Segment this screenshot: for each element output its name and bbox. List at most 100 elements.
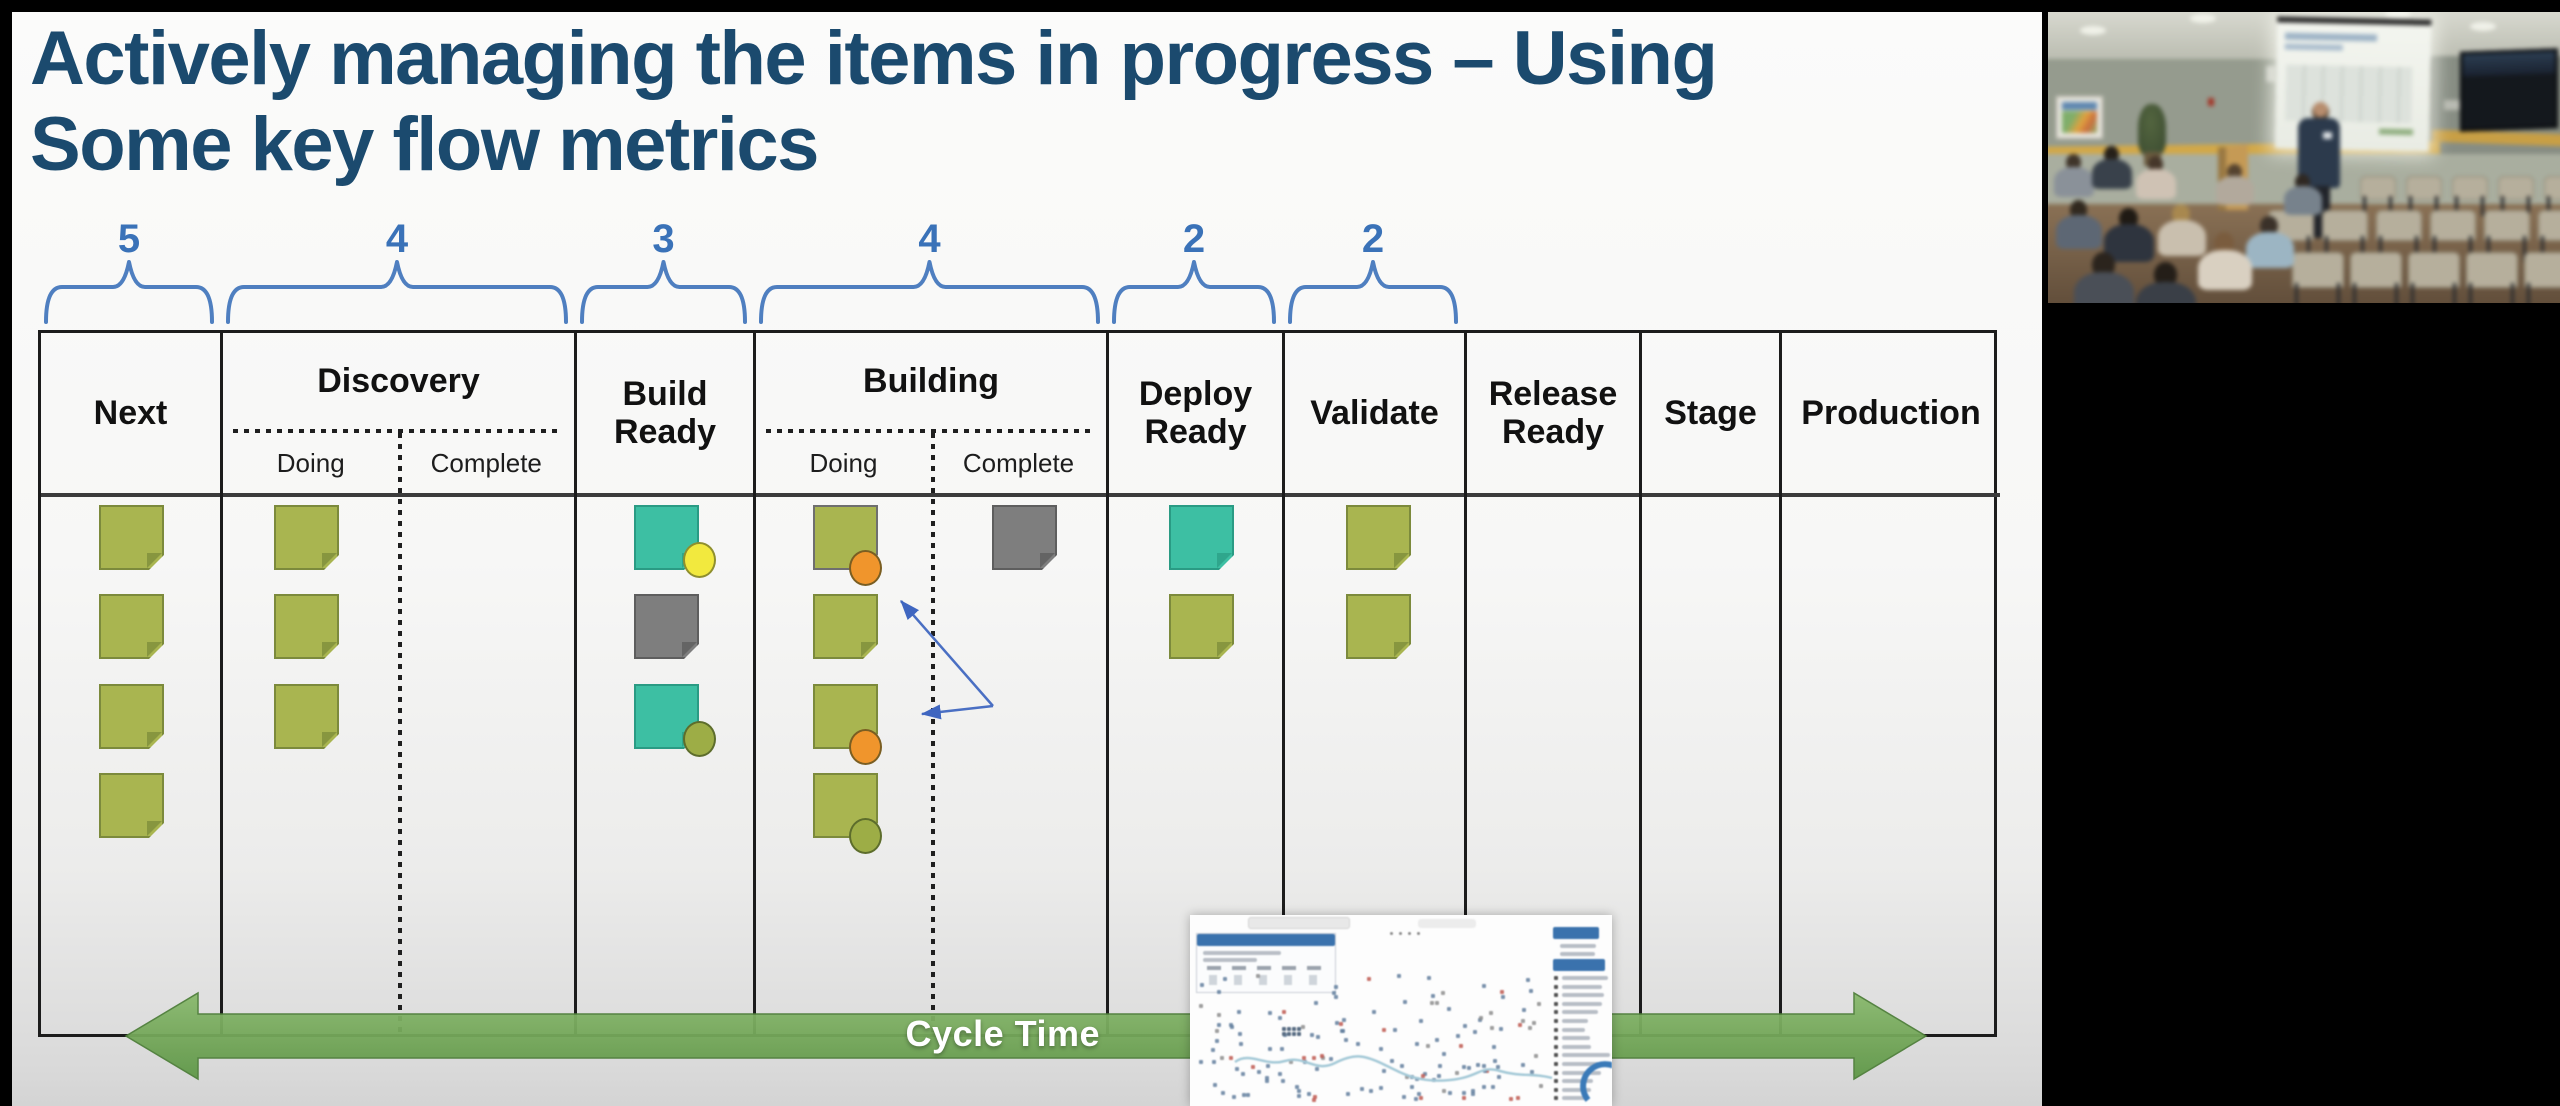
chair-leg — [2527, 196, 2530, 216]
overlay-scatter-dot — [1313, 1094, 1318, 1099]
chair-leg — [2511, 283, 2514, 303]
audience-member — [2158, 219, 2206, 256]
chair-leg — [2353, 283, 2356, 303]
screen-slide-arrow — [2378, 128, 2414, 136]
overlay-scatter-dot — [1366, 977, 1371, 982]
overlay-scatter-dot — [1296, 1093, 1301, 1098]
chair-leg — [2523, 236, 2526, 262]
overlay-legend-cell — [1257, 966, 1271, 970]
framed-picture — [2056, 96, 2103, 139]
chair-leg — [2487, 236, 2490, 262]
overlay-scatter-dot — [1295, 1085, 1299, 1090]
chair-leg — [2453, 283, 2456, 303]
overlay-logo-swoosh — [1580, 1061, 1612, 1102]
audience-member-head — [2104, 146, 2119, 163]
column-stage: Stage — [1642, 333, 1782, 1034]
overlay-scatter-dot — [1296, 1089, 1301, 1094]
overlay-legend-cell — [1234, 975, 1242, 985]
wall-speaker — [2444, 100, 2460, 110]
tv-screen — [2460, 48, 2558, 132]
overlay-sidebar-row — [1562, 1079, 1594, 1084]
overlay-scatter-dot — [1462, 1090, 1466, 1095]
fire-alarm — [2208, 98, 2214, 106]
audience-member — [2284, 186, 2322, 215]
overlay-scatter-dot — [1529, 988, 1534, 993]
overlay-scatter-dot — [1281, 1078, 1286, 1083]
column-label-production: Production — [1801, 393, 1981, 432]
overlay-scatter-dot — [1413, 1096, 1418, 1101]
overlay-sidebar-icon — [1554, 1079, 1558, 1084]
overlay-scatter-dot — [1213, 1083, 1218, 1088]
audience-member — [2092, 159, 2132, 189]
overlay-scatter-dot — [1378, 1085, 1383, 1090]
overlay-scatter-dot — [1508, 1096, 1513, 1101]
scatterplot-content — [1190, 915, 1612, 1106]
overlay-scatter-dot — [1416, 1091, 1421, 1096]
overlay-menu-dot — [1417, 932, 1420, 935]
column-label-release-ready: Release Ready — [1488, 374, 1618, 451]
subcolumn-label-doing: Doing — [276, 447, 345, 478]
picture-art — [2062, 111, 2097, 133]
chair-leg — [2455, 196, 2458, 216]
cycle-time-label: Cycle Time — [905, 1013, 1100, 1054]
empty-chair — [2544, 176, 2560, 200]
chair-leg — [2325, 236, 2328, 262]
empty-chair — [2466, 252, 2518, 289]
overlay-scatter-dot — [1368, 1089, 1373, 1094]
audience-member — [2198, 249, 2252, 291]
overlay-trendline-svg — [1234, 1055, 1612, 1102]
overlay-sidebar-icon — [1554, 976, 1558, 980]
audience-member — [2104, 224, 2154, 262]
audience-member — [2216, 176, 2254, 205]
chair-leg — [2307, 236, 2310, 262]
overlay-scatter-dot — [1221, 1090, 1226, 1095]
overlay-legend-cell — [1259, 975, 1267, 985]
column-header-release-ready: Release Ready — [1467, 333, 1639, 497]
overlay-scatter-dot — [1418, 1096, 1423, 1101]
ceiling-light — [2190, 14, 2216, 23]
overlay-scatter-dot — [1448, 1091, 1453, 1096]
column-label-building: Building — [863, 361, 999, 400]
empty-chair — [2350, 252, 2402, 289]
audience-member-head — [2092, 252, 2115, 278]
overlay-scatter-dot — [1334, 984, 1339, 989]
overlay-scatter-dot — [1462, 1095, 1467, 1100]
tv-glare — [2463, 51, 2555, 77]
chair-leg — [2435, 196, 2438, 216]
overlay-menu-dot — [1390, 932, 1393, 935]
chair-leg — [2409, 196, 2412, 216]
overlay-legend-box — [1196, 933, 1336, 993]
audience-member — [2074, 271, 2134, 303]
column-deploy-ready: Deploy Ready — [1109, 333, 1285, 1034]
overlay-scatter-dot — [1264, 1079, 1269, 1084]
chair-leg — [2433, 236, 2436, 262]
column-label-validate: Validate — [1310, 393, 1439, 432]
audience-member-head — [2154, 262, 2177, 288]
presenter-head — [2312, 102, 2329, 121]
overlay-scatter-dot — [1499, 989, 1504, 994]
overlay-menu-dot — [1408, 932, 1411, 935]
overlay-scatter-dot — [1427, 976, 1432, 981]
overlay-scatter-dot — [1442, 1089, 1447, 1094]
column-label-next: Next — [93, 393, 168, 432]
subcolumn-divider-line — [766, 429, 1093, 433]
empty-chair — [2524, 252, 2560, 289]
column-header-production: Production — [1782, 333, 2000, 497]
overlay-sidebar-icon — [1554, 1096, 1558, 1101]
overlay-menu-dot — [1399, 932, 1402, 935]
column-validate: Validate — [1285, 333, 1467, 1034]
chair-leg — [2361, 236, 2364, 262]
column-label-discovery: Discovery — [317, 361, 480, 400]
column-production: Production — [1782, 333, 2000, 1034]
overlay-sidebar-row — [1560, 952, 1596, 956]
empty-chair — [2430, 210, 2476, 241]
overlay-legend-header — [1197, 934, 1335, 946]
chair-leg — [2415, 236, 2418, 262]
wall-vent — [2266, 66, 2275, 82]
audience-member — [2056, 214, 2102, 250]
overlay-scatter-dot — [1255, 974, 1260, 979]
